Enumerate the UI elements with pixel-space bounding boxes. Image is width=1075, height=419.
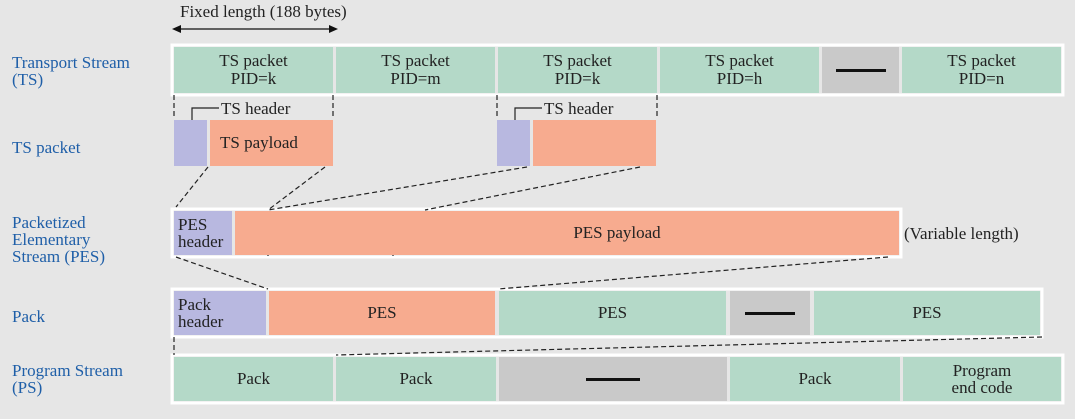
continuation-dash bbox=[835, 68, 886, 72]
program-end-code-label: Program end code bbox=[951, 361, 1013, 397]
ts-packet-pid: PID=h bbox=[716, 69, 763, 88]
pes-payload-block: PES payload bbox=[235, 211, 899, 255]
ellipsis-cell bbox=[730, 291, 810, 335]
program-end-code-cell: Program end code bbox=[903, 357, 1061, 401]
ts-packet-pid: PID=m bbox=[390, 69, 441, 88]
ts-packet-cell: TS packet PID=k bbox=[498, 47, 657, 93]
pack-header-block: Pack header bbox=[174, 291, 266, 335]
ts-header-label: TS header bbox=[221, 99, 291, 118]
ts-payload-block bbox=[533, 120, 656, 166]
pack-cell: Pack bbox=[336, 357, 496, 401]
pack-label: Pack bbox=[399, 369, 433, 388]
row-label-pack: Pack bbox=[12, 307, 46, 326]
continuation-dash bbox=[586, 377, 640, 381]
row-label-pes: Packetized Elementary Stream (PES) bbox=[12, 213, 106, 266]
pes-label: PES bbox=[597, 303, 628, 322]
ts-packet-title: TS packet bbox=[705, 51, 774, 70]
ts-packet-cell: TS packet PID=m bbox=[336, 47, 495, 93]
variable-length-label: (Variable length) bbox=[904, 224, 1019, 243]
pack-label: Pack bbox=[798, 369, 832, 388]
row-label-program-stream: Program Stream (PS) bbox=[12, 361, 123, 397]
fixed-length-label: Fixed length (188 bytes) bbox=[180, 2, 347, 21]
pes-header-label: PES header bbox=[178, 215, 224, 251]
pes-block-green: PES bbox=[499, 291, 726, 335]
pes-label: PES bbox=[367, 303, 397, 322]
ts-packet-cell: TS packet PID=h bbox=[660, 47, 819, 93]
ellipsis-cell bbox=[499, 357, 727, 401]
ts-header-label: TS header bbox=[544, 99, 614, 118]
ts-header-block bbox=[497, 120, 530, 166]
ts-packet-title: TS packet bbox=[947, 51, 1016, 70]
ts-packet-title: TS packet bbox=[219, 51, 288, 70]
continuation-dash bbox=[745, 311, 795, 315]
pack-cell: Pack bbox=[730, 357, 900, 401]
row-label-transport-stream: Transport Stream (TS) bbox=[12, 53, 130, 89]
pes-block-salmon: PES bbox=[269, 291, 495, 335]
row-label-ts-packet: TS packet bbox=[12, 138, 81, 157]
ts-packet-title: TS packet bbox=[381, 51, 450, 70]
ts-packet-cell: TS packet PID=n bbox=[902, 47, 1061, 93]
pes-block-green: PES bbox=[814, 291, 1040, 335]
ts-packet-pid: PID=k bbox=[230, 69, 277, 88]
ellipsis-cell bbox=[822, 47, 899, 93]
ts-packet-title: TS packet bbox=[543, 51, 612, 70]
pes-label: PES bbox=[912, 303, 942, 322]
pes-header-block: PES header bbox=[174, 211, 232, 255]
ts-packet-cell: TS packet PID=k bbox=[174, 47, 333, 93]
ts-packet-pid: PID=k bbox=[554, 69, 601, 88]
ts-header-block bbox=[174, 120, 207, 166]
ts-payload-block: TS payload bbox=[210, 120, 333, 166]
pack-label: Pack bbox=[236, 369, 271, 388]
pes-payload-label: PES payload bbox=[573, 223, 661, 242]
pack-header-label: Pack header bbox=[178, 295, 224, 331]
fixed-length-arrow bbox=[172, 25, 338, 33]
ts-packet-pid: PID=n bbox=[958, 69, 1005, 88]
ts-payload-label: TS payload bbox=[220, 133, 298, 152]
pack-cell: Pack bbox=[174, 357, 333, 401]
